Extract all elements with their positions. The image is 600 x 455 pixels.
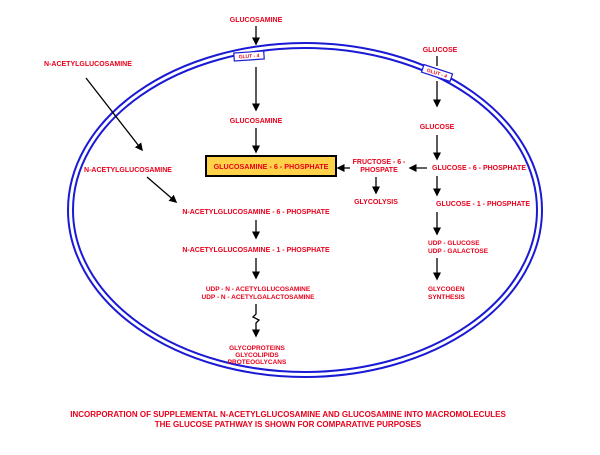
product-proteoglycans: PROTEOGLYCANS [228, 359, 287, 366]
glucosamine-inside-label: GLUCOSAMINE [230, 118, 283, 125]
cell-membrane-inner [72, 47, 538, 373]
glut4-label-left: GLUT - 4 [238, 53, 259, 60]
product-glycolipids: GLYCOLIPIDS [235, 352, 279, 359]
caption-line1: INCORPORATION OF SUPPLEMENTAL N-ACETYLGL… [70, 410, 506, 419]
glucosamine-outside-label: GLUCOSAMINE [230, 17, 283, 24]
nag-6p-label: N-ACETYLGLUCOSAMINE - 6 - PHOSPHATE [182, 209, 330, 216]
arrow-nag-entry [85, 77, 143, 152]
glucosamine-6p-label: GLUCOSAMINE - 6 - PHOSPHATE [214, 162, 329, 171]
glucose-inside-label: GLUCOSE [420, 124, 455, 131]
nag-1p-label: N-ACETYLGLUCOSAMINE - 1 - PHOSPHATE [182, 247, 330, 254]
udp-nag-label: UDP - N - ACETYLGLUCOSAMINE [206, 286, 311, 293]
fructose-6p-label-line1: FRUCTOSE - 6 - [353, 159, 406, 166]
nag-outside-label: N-ACETYLGLUCOSAMINE [44, 61, 132, 68]
arrow-udp-to-products-zigzag [251, 304, 261, 338]
udp-glucose-label: UDP - GLUCOSE [428, 240, 480, 247]
nag-inside-label: N-ACETYLGLUCOSAMINE [84, 167, 172, 174]
udp-nagal-label: UDP - N - ACETYLGALACTOSAMINE [202, 294, 316, 301]
glucose-outside-label: GLUCOSE [423, 47, 458, 54]
product-glycoproteins: GLYCOPROTEINS [229, 345, 285, 352]
arrow-nag-to-6p [146, 176, 178, 203]
glycolysis-label: GLYCOLYSIS [354, 199, 398, 206]
glucosamine-6p-highlight-box [205, 155, 337, 177]
glucose-6p-label: GLUCOSE - 6 - PHOSPHATE [432, 165, 526, 172]
fructose-6p-label-line2: PHOSPATE [360, 167, 398, 174]
glycogen-label-line2: SYNTHESIS [428, 294, 466, 301]
glycogen-label-line1: GLYCOGEN [428, 286, 465, 293]
udp-galactose-label: UDP - GALACTOSE [428, 248, 489, 255]
glut4-transporter-right: GLUT - 4 [420, 63, 454, 83]
glucose-1p-label: GLUCOSE - 1 - PHOSPHATE [436, 201, 530, 208]
caption-line2: THE GLUCOSE PATHWAY IS SHOWN FOR COMPARA… [155, 420, 422, 429]
glut4-transporter-left: GLUT - 4 [233, 50, 265, 62]
cell-membrane-outer [67, 42, 543, 378]
